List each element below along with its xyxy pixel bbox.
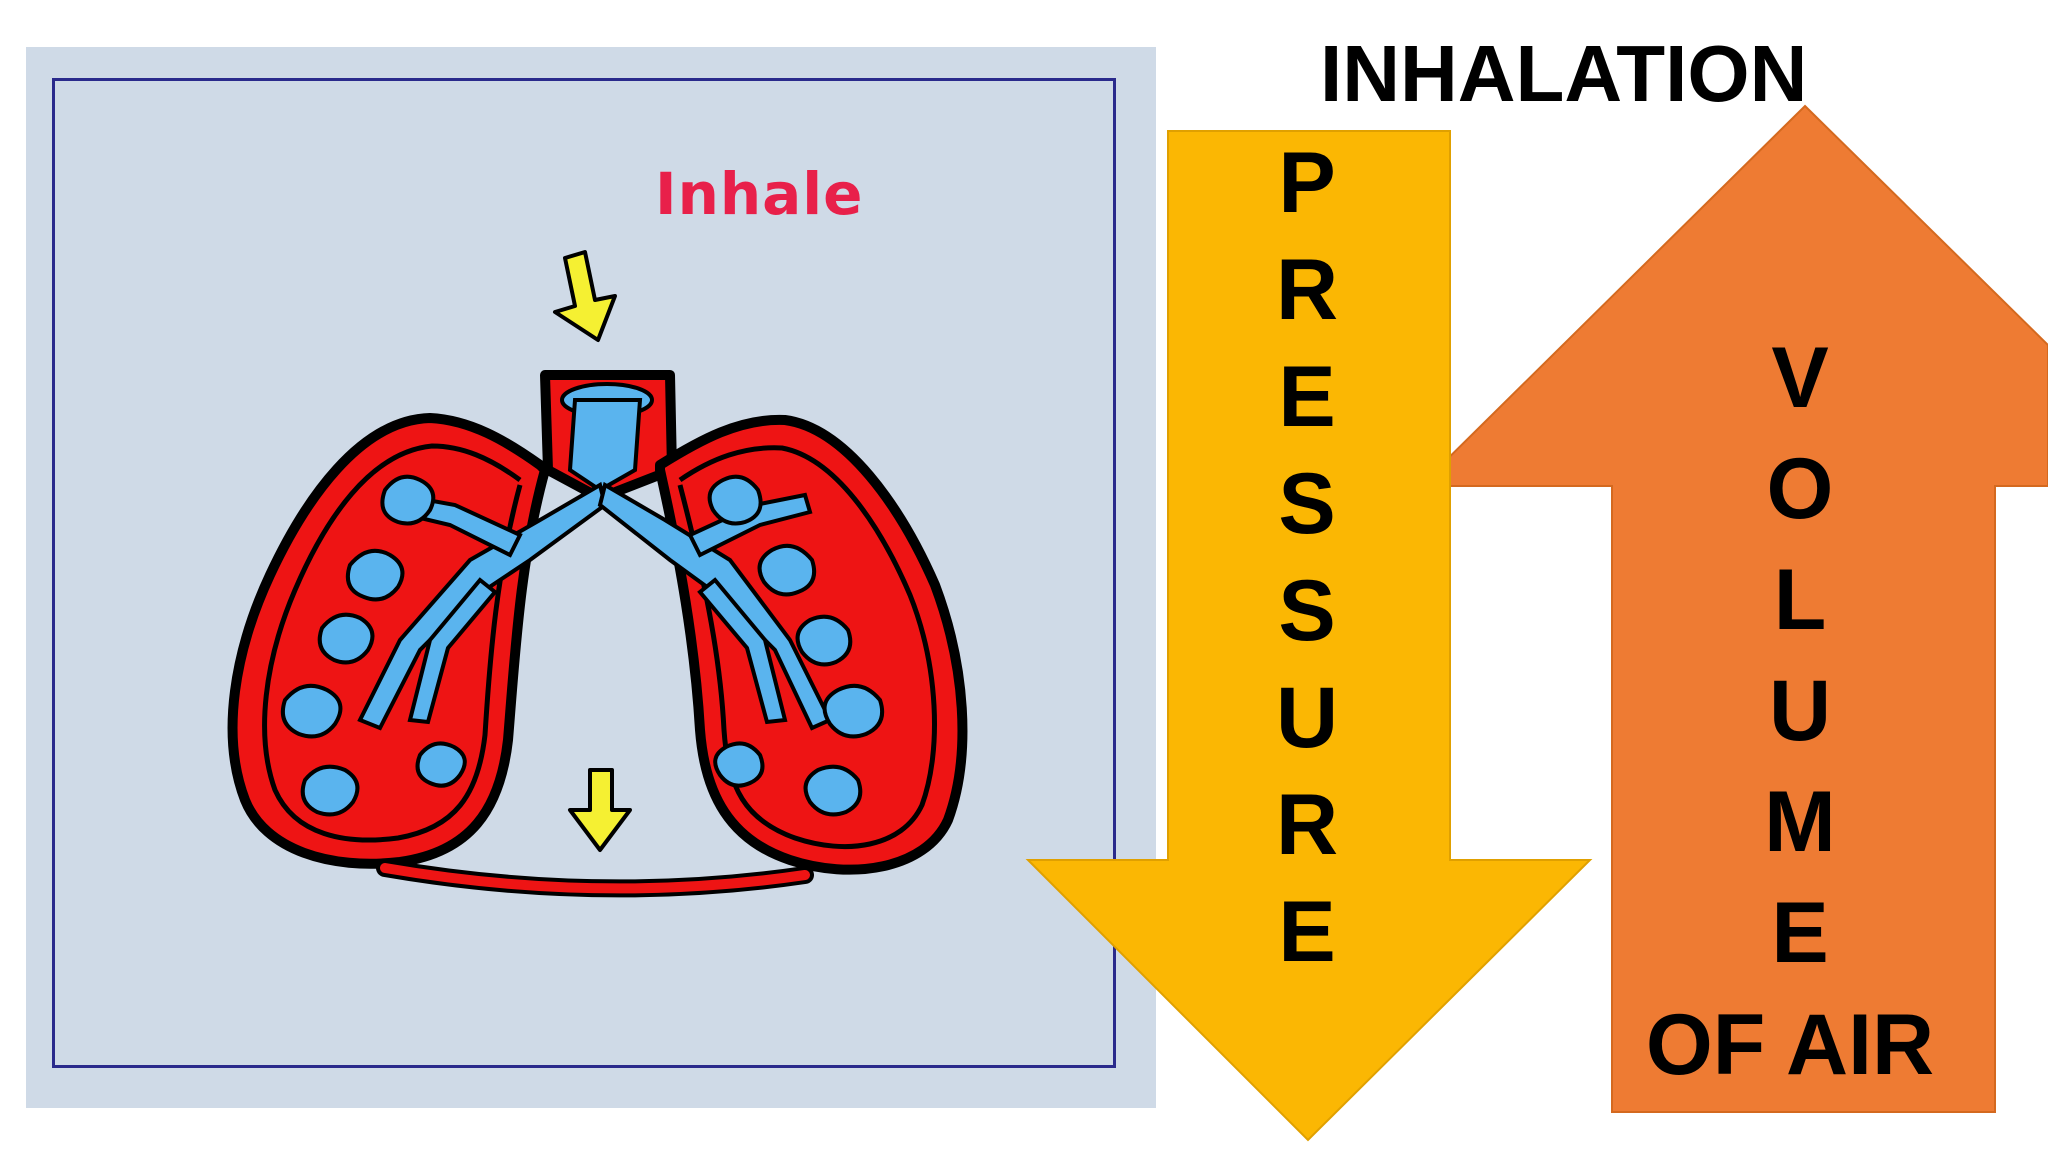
pressure-letter: R xyxy=(1275,777,1339,873)
volume-letter: M xyxy=(1764,774,1836,870)
pressure-letter: R xyxy=(1275,242,1339,338)
volume-letter: V xyxy=(1771,330,1829,426)
pressure-letter: S xyxy=(1278,563,1336,659)
volume-letter: O xyxy=(1766,441,1834,537)
lungs-panel xyxy=(26,47,1156,1108)
volume-letter: E xyxy=(1771,885,1829,981)
of-air-label: OF AIR xyxy=(1645,997,1935,1093)
volume-letter: U xyxy=(1768,663,1832,759)
inhale-label: Inhale xyxy=(655,160,864,228)
pressure-letter: S xyxy=(1278,456,1336,552)
lungs-panel-frame xyxy=(52,78,1116,1068)
pressure-letter: E xyxy=(1278,349,1336,445)
pressure-letter: U xyxy=(1275,670,1339,766)
pressure-letter: E xyxy=(1278,884,1336,980)
volume-label: V O L U M E xyxy=(1755,323,1845,989)
volume-letter: L xyxy=(1773,552,1827,648)
pressure-letter: P xyxy=(1278,135,1336,231)
pressure-label: P R E S S U R E xyxy=(1262,130,1352,986)
diagram-title: INHALATION xyxy=(1320,29,1808,118)
